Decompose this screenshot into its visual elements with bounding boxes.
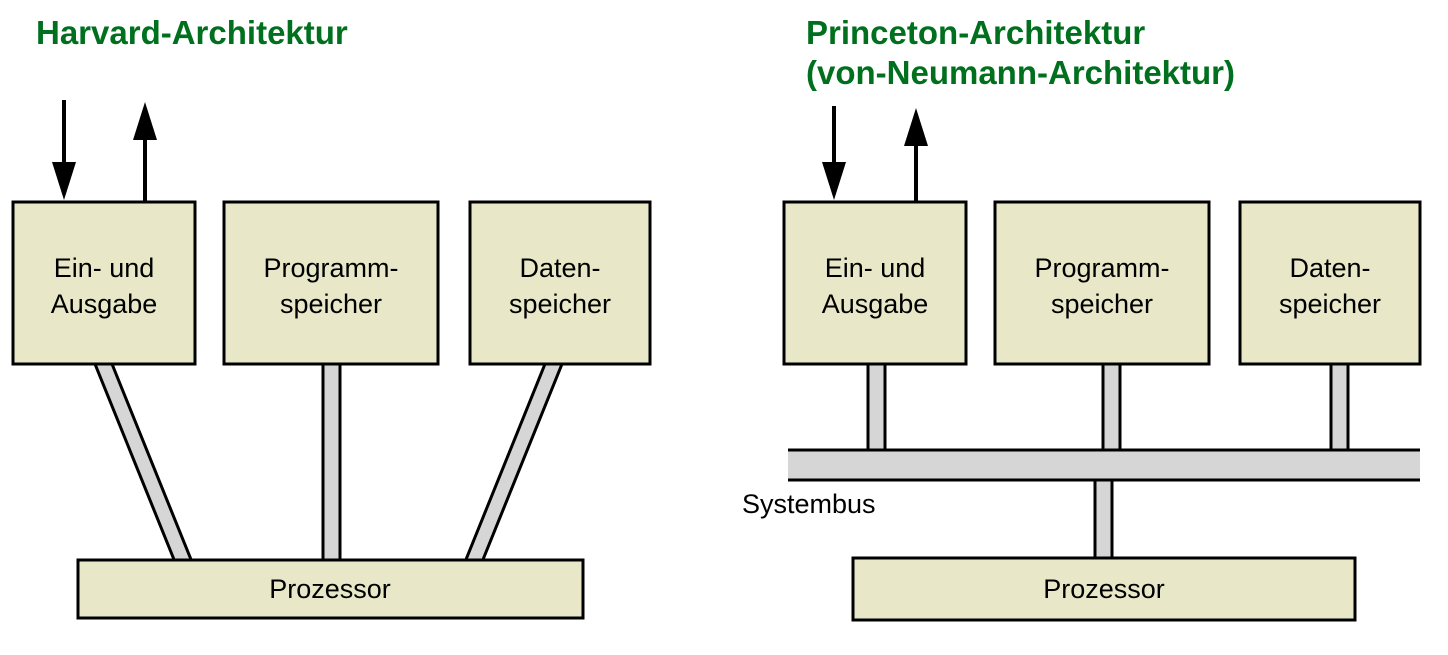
princeton-system-bus (788, 448, 1420, 482)
princeton-processor-bus-connector (1093, 476, 1114, 564)
harvard-box-data-memory-line1: Daten- (519, 253, 600, 283)
princeton-box-io-line1: Ein- und (825, 253, 926, 283)
princeton-input-arrow-icon (822, 106, 846, 200)
harvard-output-arrow-icon (133, 102, 157, 202)
harvard-program-bus-connector (321, 362, 342, 564)
princeton-box-program-memory-line2: speicher (1051, 289, 1153, 319)
harvard-box-program-memory-line2: speicher (280, 289, 382, 319)
harvard-architecture-group: Harvard-Architektur Ein- und Ausgab (11, 14, 652, 620)
harvard-title: Harvard-Architektur (36, 14, 348, 51)
harvard-box-io-line1: Ein- und (54, 253, 155, 283)
harvard-box-program-memory-line1: Programm- (263, 253, 398, 283)
princeton-data-bus-connector (1329, 362, 1350, 454)
princeton-title-line1: Princeton-Architektur (806, 14, 1145, 51)
princeton-box-data-memory-line2: speicher (1279, 289, 1381, 319)
harvard-box-data-memory-line2: speicher (509, 289, 611, 319)
princeton-box-program-memory-line1: Programm- (1034, 253, 1169, 283)
harvard-box-io-line2: Ausgabe (51, 289, 158, 319)
princeton-architecture-group: Princeton-Architektur (von-Neumann-Archi… (742, 14, 1422, 622)
princeton-box-data-memory-line1: Daten- (1289, 253, 1370, 283)
harvard-data-bus-connector (462, 362, 565, 564)
princeton-processor-label: Prozessor (1043, 574, 1165, 604)
harvard-box-data-memory: Daten- speicher (468, 200, 652, 366)
princeton-title-line2: (von-Neumann-Architektur) (806, 54, 1235, 91)
harvard-box-io: Ein- und Ausgabe (11, 200, 197, 366)
princeton-io-bus-connector (866, 362, 887, 454)
harvard-box-program-memory: Programm- speicher (222, 200, 440, 366)
princeton-box-io-line2: Ausgabe (822, 289, 929, 319)
princeton-output-arrow-icon (904, 108, 928, 202)
princeton-box-data-memory: Daten- speicher (1238, 200, 1422, 366)
princeton-program-bus-connector (1101, 362, 1122, 454)
harvard-box-processor: Prozessor (76, 558, 585, 620)
princeton-box-processor: Prozessor (851, 556, 1357, 622)
princeton-box-program-memory: Programm- speicher (993, 200, 1211, 366)
harvard-io-bus-connector (92, 362, 195, 564)
harvard-processor-label: Prozessor (269, 574, 391, 604)
harvard-input-arrow-icon (52, 100, 76, 200)
princeton-box-io: Ein- und Ausgabe (782, 200, 968, 366)
princeton-system-bus-label: Systembus (742, 489, 876, 519)
